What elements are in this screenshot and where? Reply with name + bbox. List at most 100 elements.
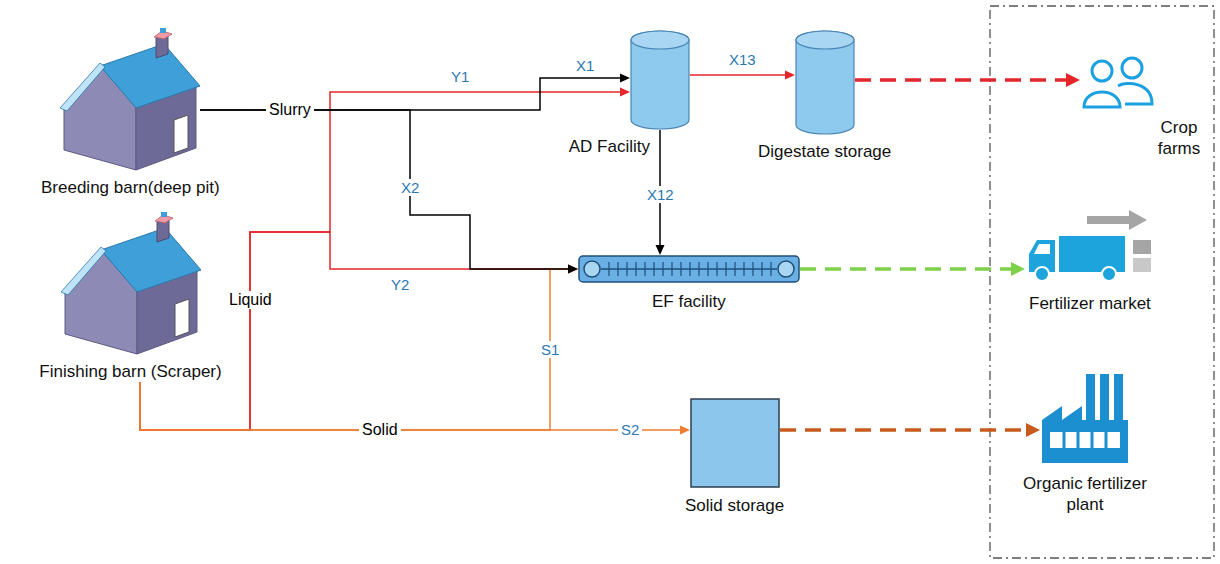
arrowhead: [568, 265, 578, 274]
barn-node: Finishing barn (Scraper): [37, 212, 224, 382]
line-shape: [1063, 432, 1066, 448]
box-icon: [690, 398, 780, 488]
market-boundary: [990, 6, 1214, 558]
cyl-icon: [630, 30, 690, 130]
path-shape: [1118, 84, 1152, 104]
arrowhead: [1011, 262, 1025, 276]
circle-shape: [1092, 61, 1112, 81]
polygon-shape: [174, 115, 188, 153]
polygon-shape: [1087, 210, 1147, 230]
rect-shape: [691, 399, 779, 487]
arrowhead: [568, 265, 578, 274]
truck-icon: [1025, 210, 1155, 285]
flow-label: X12: [644, 186, 677, 203]
path-shape: [796, 31, 854, 134]
rect-shape: [1100, 374, 1109, 420]
path-shape: [1034, 244, 1050, 254]
circle-shape: [1122, 58, 1142, 78]
factory-node: Organic fertilizer plant: [1040, 370, 1130, 465]
arrowhead: [1026, 423, 1040, 437]
flow-connector: [200, 74, 630, 111]
conv-icon: [578, 255, 800, 283]
path-shape: [631, 31, 689, 129]
line-shape: [653, 262, 654, 276]
polygon-shape: [61, 247, 106, 295]
rect-shape: [160, 28, 166, 33]
circle-shape: [1035, 267, 1049, 281]
line-shape: [761, 262, 762, 276]
line-shape: [698, 262, 699, 276]
conveyor-node: EF facility: [578, 255, 800, 283]
rect-shape: [1133, 258, 1151, 272]
connector-line: [140, 382, 680, 430]
rect-shape: [161, 212, 167, 217]
line-shape: [644, 262, 645, 276]
polygon-shape: [101, 228, 201, 292]
arrowhead: [680, 426, 690, 435]
node-label: Organic fertilizer plant: [1005, 473, 1165, 516]
connector-line: [690, 74, 785, 76]
node-label: Solid storage: [685, 495, 784, 516]
line-shape: [707, 262, 708, 276]
flow-connector: [140, 382, 690, 434]
rect-shape: [1059, 236, 1125, 272]
crop-farm-node: Crop farms: [1080, 55, 1155, 110]
connector-line: [140, 232, 568, 430]
factory-icon: [1040, 370, 1130, 465]
line-shape: [626, 262, 627, 276]
line-shape: [671, 262, 672, 276]
flow-connector: [140, 265, 578, 431]
line-shape: [635, 262, 636, 276]
stream-label: Slurry: [266, 101, 314, 119]
line-shape: [770, 262, 771, 276]
line-shape: [617, 262, 618, 276]
line-shape: [608, 262, 609, 276]
arrowhead: [620, 74, 630, 83]
node-label: Breeding barn(deep pit): [41, 177, 220, 198]
circle-shape: [778, 261, 794, 277]
digester-node: AD Facility: [630, 30, 690, 130]
stream-label: Solid: [359, 421, 401, 439]
line-shape: [725, 262, 726, 276]
flow-connector: [690, 71, 795, 80]
rect-shape: [1050, 432, 1120, 448]
ellipse-shape: [631, 31, 689, 49]
flow-label: S2: [618, 421, 642, 438]
line-shape: [1105, 432, 1108, 448]
house-icon: [60, 28, 200, 173]
line-shape: [1077, 432, 1080, 448]
connector-line: [855, 78, 1066, 82]
line-shape: [716, 262, 717, 276]
ellipse-shape: [796, 31, 854, 49]
arrowhead: [785, 71, 795, 80]
connector-line: [200, 110, 568, 269]
flow-label: Y2: [388, 276, 412, 293]
arrowhead: [1066, 73, 1080, 87]
rect-shape: [579, 256, 799, 282]
rect-shape: [1133, 240, 1151, 254]
polygon-shape: [175, 299, 189, 337]
people-icon: [1080, 55, 1155, 110]
node-label: Fertilizer market: [1029, 293, 1151, 314]
market-node: Fertilizer market: [1025, 210, 1155, 285]
house-icon: [61, 212, 201, 357]
flow-connector: [855, 73, 1080, 87]
polygon-shape: [100, 44, 200, 108]
flow-label: X1: [573, 57, 597, 74]
arrowhead: [568, 265, 578, 274]
arrowhead: [656, 245, 665, 255]
solid-storage-node: Solid storage: [690, 398, 780, 488]
connector-line: [800, 267, 1011, 271]
line-shape: [680, 262, 681, 276]
circle-shape: [1102, 267, 1116, 281]
line-shape: [734, 262, 735, 276]
polygon-shape: [60, 63, 105, 111]
line-shape: [689, 262, 690, 276]
path-shape: [1084, 92, 1120, 107]
node-label: EF facility: [652, 291, 726, 312]
line-shape: [662, 262, 663, 276]
flow-connector: [780, 423, 1040, 437]
circle-shape: [584, 261, 600, 277]
path-shape: [1042, 406, 1128, 463]
node-label: Finishing barn (Scraper): [37, 361, 224, 382]
